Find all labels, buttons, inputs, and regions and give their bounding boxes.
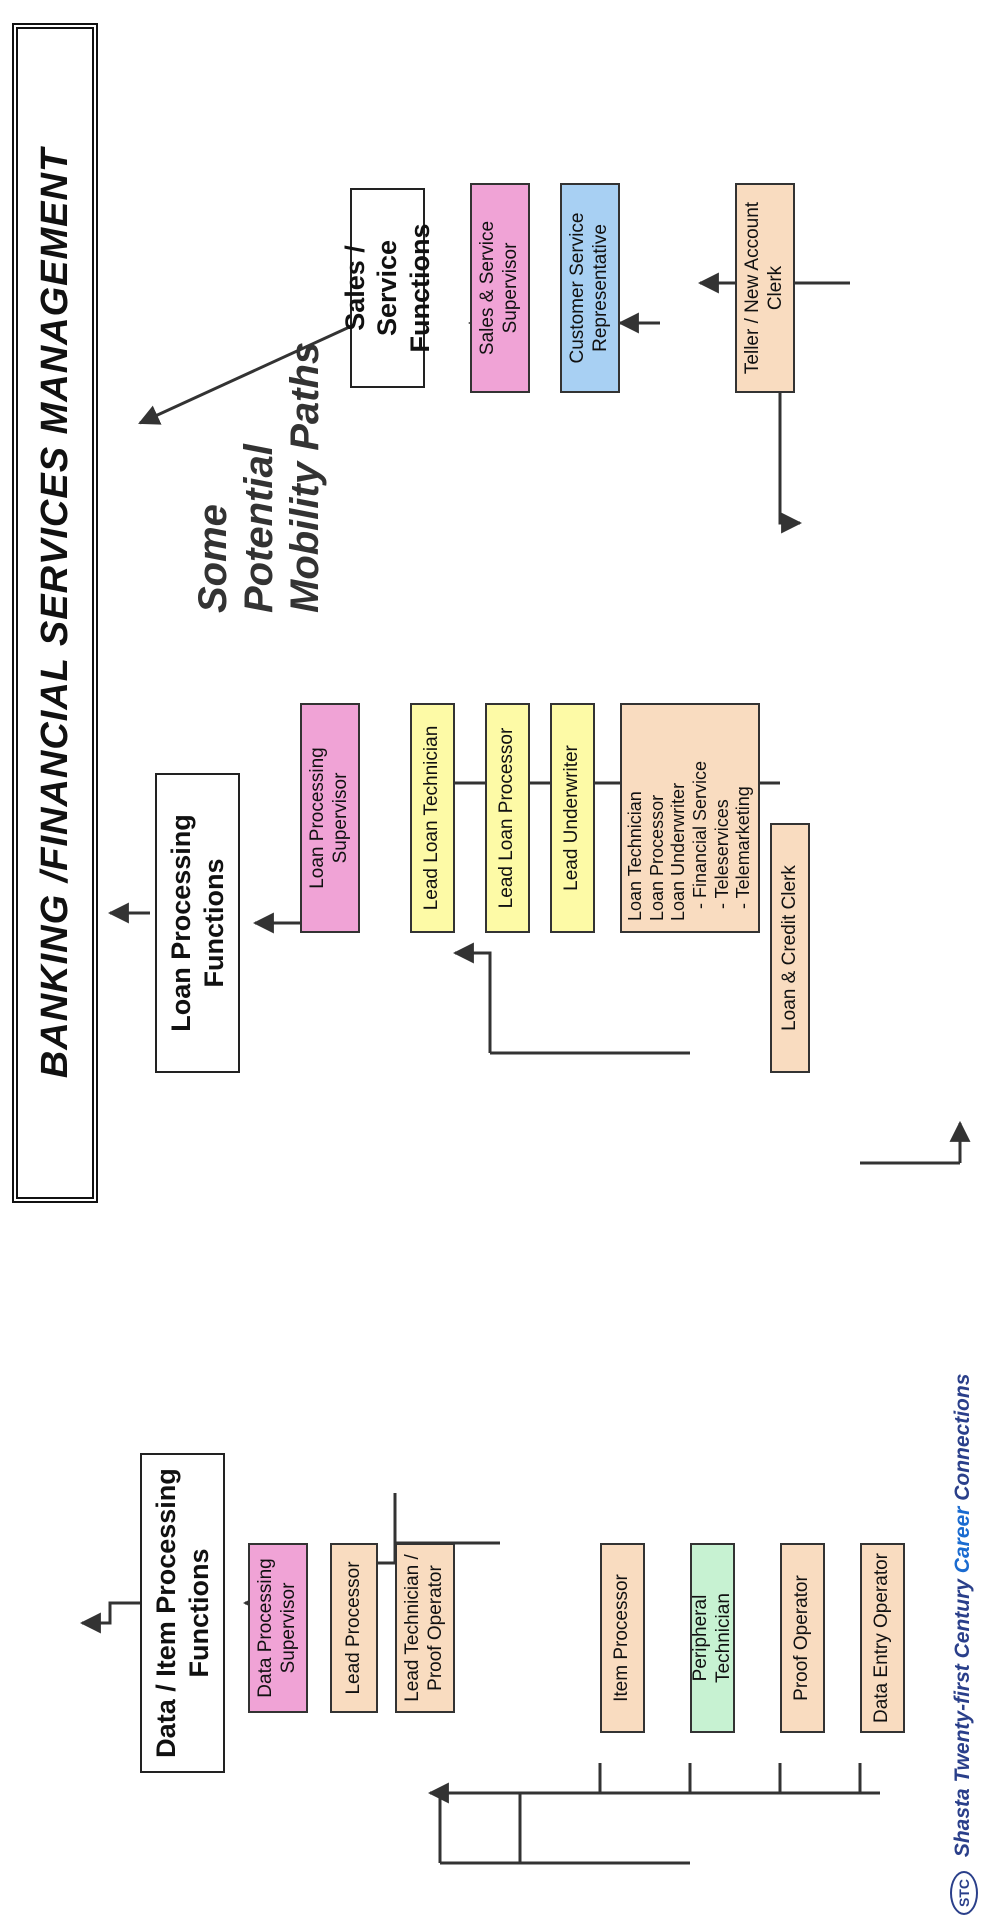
item-processor: Item Processor xyxy=(600,1543,645,1733)
page-title: BANKING /FINANCIAL SERVICES MANAGEMENT xyxy=(12,23,98,1203)
lead-processor: Lead Processor xyxy=(330,1543,378,1713)
loan-credit-clerk: Loan & Credit Clerk xyxy=(770,823,810,1073)
function-loan: Loan Processing Functions xyxy=(155,773,240,1073)
teller-new-account-clerk: Teller / New Account Clerk xyxy=(735,183,795,393)
arrow-lead-bus-to-lps xyxy=(452,942,492,1053)
footer-highlight: Career xyxy=(951,1506,974,1574)
proof-operator: Proof Operator xyxy=(780,1543,825,1733)
function-sales: Sales / Service Functions xyxy=(340,188,435,388)
arrow-clerk-up xyxy=(860,1123,960,1165)
line-left-bus xyxy=(438,1793,690,1865)
data-entry-operator: Data Entry Operator xyxy=(860,1543,905,1733)
loan-processing-supervisor: Loan Processing Supervisor xyxy=(300,703,360,933)
function-data-item: Data / Item Processing Functions xyxy=(140,1453,225,1773)
loan-staff-line-2: Loan Processor xyxy=(646,794,667,921)
peripheral-technician: Peripheral Technician xyxy=(690,1543,735,1733)
lead-loan-technician: Lead Loan Technician xyxy=(410,703,455,933)
mobility-line-1: Some xyxy=(191,504,235,613)
footer-logo: STC xyxy=(950,1871,978,1915)
mobility-line-2: Potential xyxy=(237,444,281,613)
loan-staff-line-5: - Teleservices xyxy=(711,799,732,909)
data-processing-supervisor: Data Processing Supervisor xyxy=(248,1543,308,1713)
loan-staff-line-6: - Telemarketing xyxy=(733,786,754,909)
loan-staff-line-1: Loan Technician xyxy=(625,791,646,921)
footer-lead-text: Shasta Twenty-first Century xyxy=(951,1579,974,1858)
lead-underwriter: Lead Underwriter xyxy=(550,703,595,933)
lead-technician-proof-operator: Lead Technician / Proof Operator xyxy=(395,1543,455,1713)
mobility-line-3: Mobility Paths xyxy=(283,341,327,613)
loan-staff-roles: Loan Technician Loan Processor Loan Unde… xyxy=(620,703,760,933)
mobility-heading: Some Potential Mobility Paths xyxy=(190,283,328,613)
footer-tail: Connections xyxy=(951,1373,974,1501)
lead-loan-processor: Lead Loan Processor xyxy=(485,703,530,933)
sales-service-supervisor: Sales & Service Supervisor xyxy=(470,183,530,393)
customer-service-representative: Customer Service Representative xyxy=(560,183,620,393)
arrow-sales-to-mgmt xyxy=(138,311,381,425)
line-staff-bus xyxy=(598,1763,880,1795)
footer-credit: STC Shasta Twenty-first Century Career C… xyxy=(950,1374,978,1915)
loan-staff-line-3: Loan Underwriter xyxy=(668,782,689,921)
loan-staff-line-4: - Financial Service xyxy=(690,760,710,909)
